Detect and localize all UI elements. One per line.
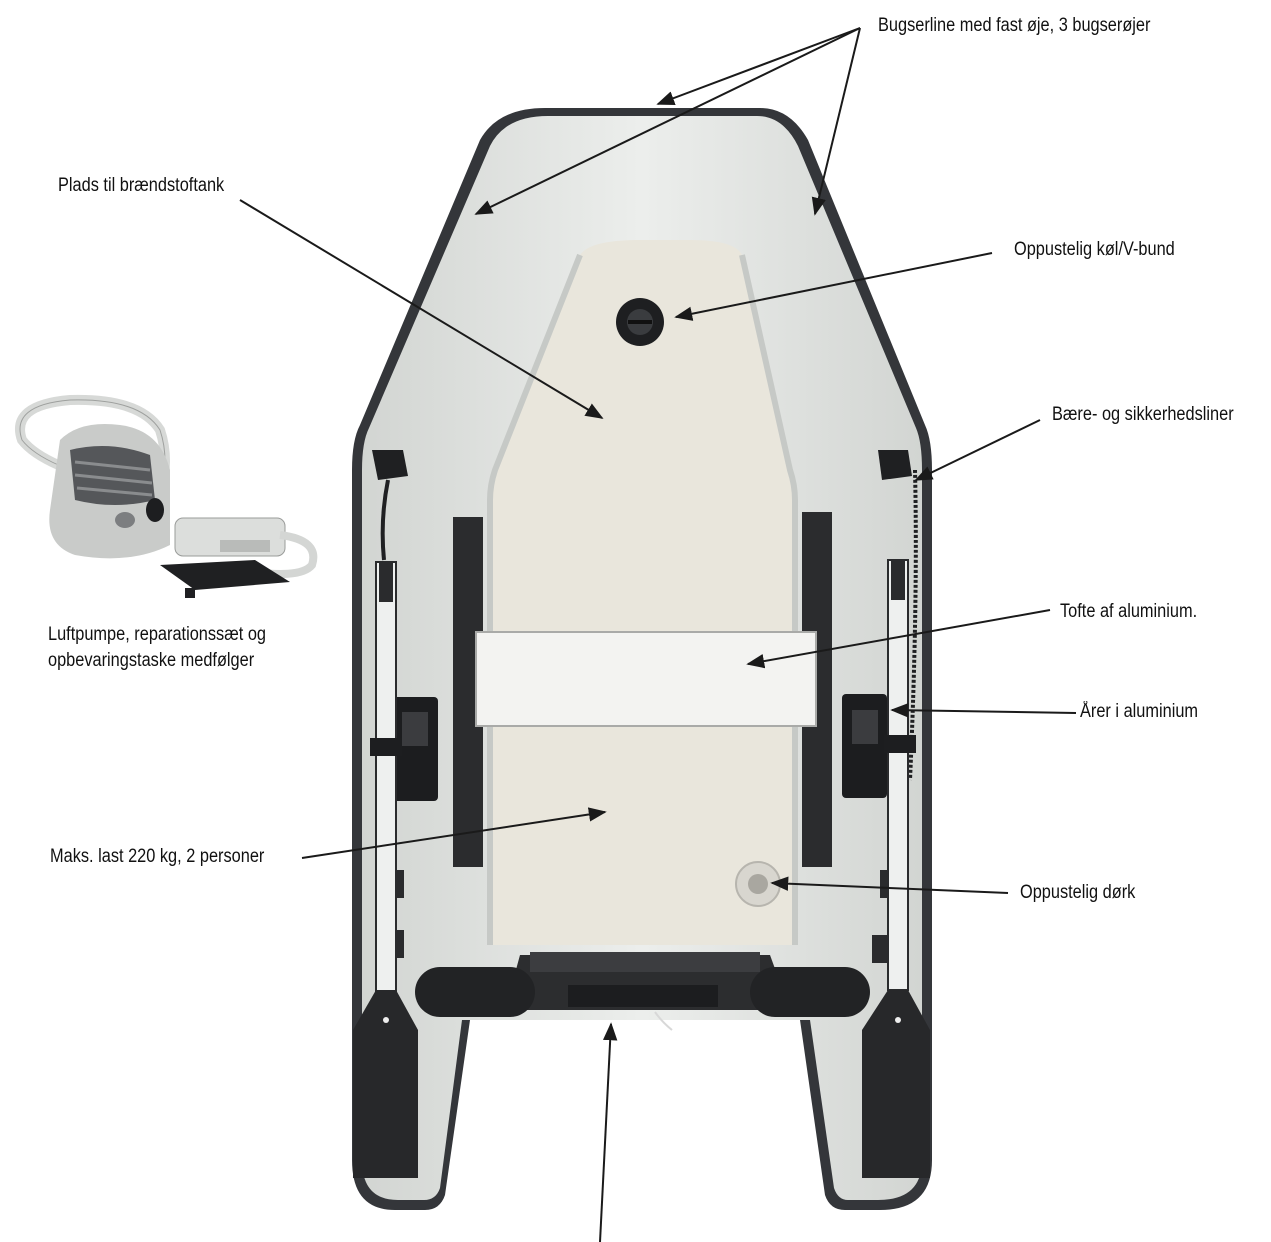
carry-handle-right-icon [878, 450, 918, 781]
label-thwart: Tofte af aluminium. [1060, 601, 1198, 622]
leader-safety [914, 419, 1041, 481]
leader-floor [770, 876, 1009, 894]
oar-left-icon [353, 561, 418, 1178]
leader-bow-1 [656, 27, 861, 106]
label-oars: Årer i aluminium [1080, 701, 1199, 722]
transom [415, 952, 870, 1031]
inner-floor [490, 240, 795, 945]
hand-pump-icon [15, 394, 318, 598]
carry-handle-left-icon [372, 450, 408, 561]
label-pump-line1: Luftpumpe, reparationssæt og [48, 624, 267, 645]
leader-bow-3 [811, 27, 861, 216]
leader-transom [599, 1022, 618, 1242]
label-fuel-tank: Plads til brændstoftank [58, 175, 225, 196]
boat [352, 108, 932, 1210]
leader-keel [674, 252, 993, 321]
label-safety-lines: Bære- og sikkerhedsliner [1052, 404, 1234, 425]
keel-valve-icon [616, 298, 664, 346]
label-keel: Oppustelig køl/V-bund [1014, 239, 1175, 260]
oarlock-right-icon [842, 694, 887, 798]
oar-right-icon [862, 559, 930, 1178]
label-bow-line: Bugserline med fast øje, 3 bugserøjer [878, 15, 1151, 36]
leader-oars [890, 703, 1077, 718]
leader-load [301, 807, 607, 859]
oarlock-left-icon [393, 697, 438, 801]
leader-lines [239, 27, 1077, 1242]
aluminium-thwart [475, 631, 817, 727]
leader-bow-2 [474, 27, 861, 215]
label-pump-line2: opbevaringstaske medfølger [48, 650, 255, 671]
leader-thwart [746, 609, 1051, 669]
label-floor: Oppustelig dørk [1020, 882, 1136, 903]
label-max-load: Maks. last 220 kg, 2 personer [50, 846, 265, 867]
leader-fuel [239, 199, 604, 419]
